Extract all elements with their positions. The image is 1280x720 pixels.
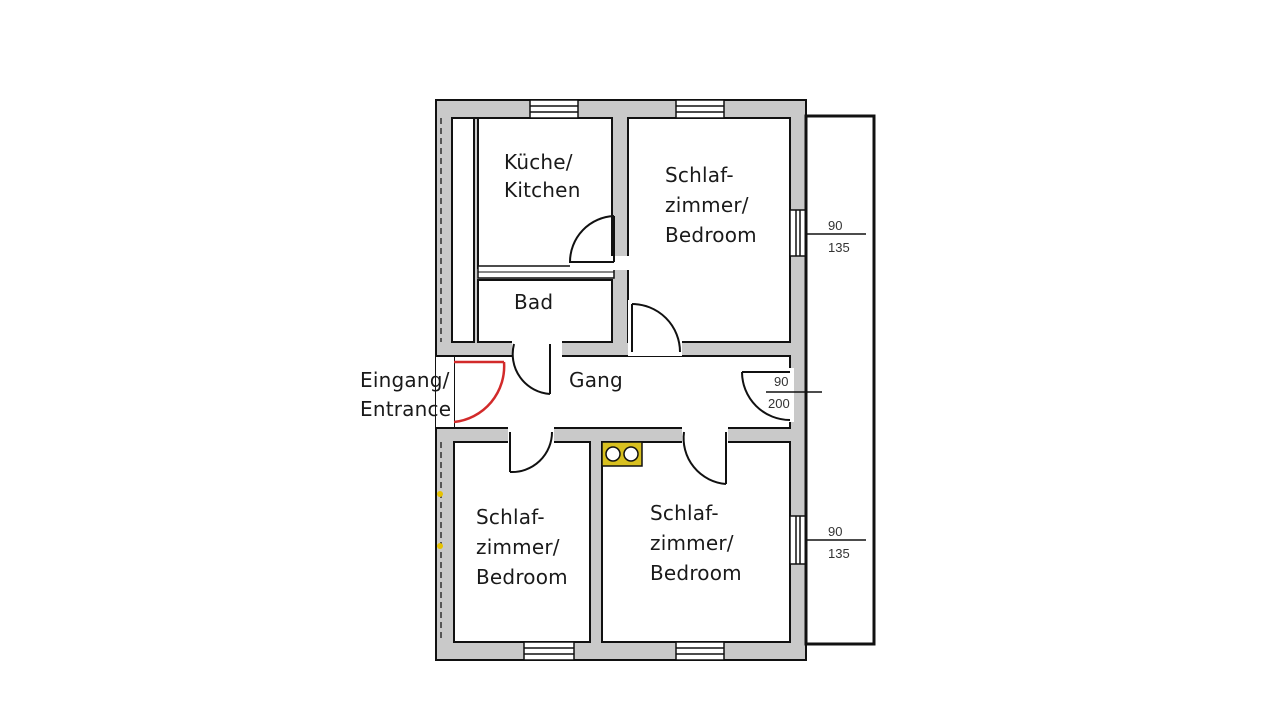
room-label-hall: Gang	[569, 368, 623, 392]
balcony	[804, 114, 876, 646]
stove-icon	[601, 441, 643, 467]
window-width-label: 90	[828, 218, 843, 233]
room-label-bedroom-top-right: Schlaf- zimmer/ Bedroom	[665, 163, 757, 247]
door-bedroom-top	[631, 303, 681, 353]
room-label-kitchen: Küche/ Kitchen	[504, 150, 581, 202]
door-bedroom-bottom-right	[682, 431, 727, 485]
windows	[523, 99, 807, 661]
door-bedroom-bottom-left	[509, 431, 554, 474]
door-height-label: 200	[768, 396, 790, 411]
room-label-bedroom-bottom-right: Schlaf- zimmer/ Bedroom	[650, 501, 742, 585]
window-width-label: 90	[828, 524, 843, 539]
window-height-label: 135	[828, 546, 850, 561]
door-balcony	[741, 371, 791, 421]
room-label-bedroom-bottom-left: Schlaf- zimmer/ Bedroom	[476, 505, 568, 589]
room-label-bath: Bad	[514, 290, 554, 314]
kitchen-cabinet	[451, 117, 475, 343]
door-bath	[511, 343, 551, 395]
door-kitchen	[568, 215, 615, 263]
entrance-door	[453, 360, 506, 424]
room-label-entrance: Eingang/ Entrance	[360, 368, 452, 421]
door-width-label: 90	[774, 374, 789, 389]
window-height-label: 135	[828, 240, 850, 255]
